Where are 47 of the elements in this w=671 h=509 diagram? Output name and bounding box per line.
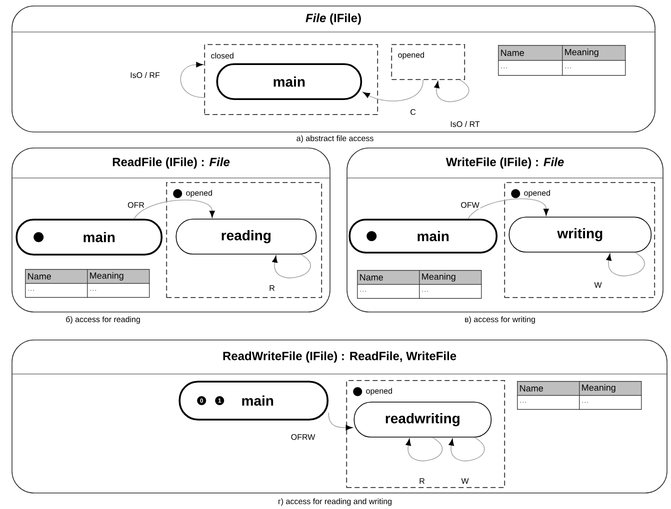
- table-cell: Name: [517, 381, 580, 396]
- caption: г) access for reading and writing: [278, 498, 392, 506]
- arrow: [448, 437, 485, 462]
- dashed-region: opened: [391, 44, 466, 80]
- table-cell: ...: [87, 283, 150, 298]
- caption: б) access for reading: [66, 316, 140, 324]
- table-cell: Name: [498, 45, 563, 61]
- edge-label: OFRW: [290, 433, 316, 441]
- arrow: [606, 252, 645, 276]
- state-box: main: [216, 63, 362, 100]
- table-cell: Meaning: [579, 381, 642, 396]
- edge-label: OFW: [460, 201, 480, 209]
- table-cell: Meaning: [87, 269, 150, 284]
- caption: а) abstract file access: [296, 135, 374, 143]
- table-cell: ...: [357, 284, 420, 299]
- caption: в) access for writing: [465, 316, 535, 324]
- edge-label: IsO / RT: [449, 120, 481, 128]
- arrow: [363, 80, 424, 102]
- table-cell: ...: [419, 284, 482, 299]
- table-cell: Meaning: [562, 45, 626, 61]
- table-cell: ...: [517, 395, 580, 410]
- table-cell: ...: [579, 395, 642, 410]
- table-cell: Name: [357, 270, 420, 285]
- arrow: [180, 62, 205, 98]
- edge-label: R: [268, 284, 276, 292]
- edge-label: IsO / RF: [129, 71, 161, 79]
- table-cell: Name: [25, 269, 88, 284]
- table-cell: ...: [562, 60, 626, 76]
- edge-label: C: [409, 108, 417, 116]
- edge-label: W: [593, 281, 603, 289]
- table-cell: Meaning: [419, 270, 482, 285]
- edge-label: R: [418, 477, 426, 485]
- state-box: writing: [508, 216, 652, 253]
- state-box: main: [348, 218, 498, 254]
- arrow: [328, 412, 352, 430]
- arrow: [134, 200, 215, 220]
- arrow: [468, 198, 549, 220]
- state-box: readwriting: [354, 402, 492, 438]
- edge-label: OFR: [126, 201, 146, 209]
- edge-label: W: [460, 477, 470, 485]
- table-cell: ...: [25, 283, 88, 298]
- state-box: main: [16, 218, 162, 256]
- arrow: [406, 437, 442, 462]
- state-box: reading: [176, 218, 317, 255]
- arrow: [434, 80, 469, 102]
- table-cell: ...: [498, 60, 563, 76]
- arrow: [272, 254, 311, 278]
